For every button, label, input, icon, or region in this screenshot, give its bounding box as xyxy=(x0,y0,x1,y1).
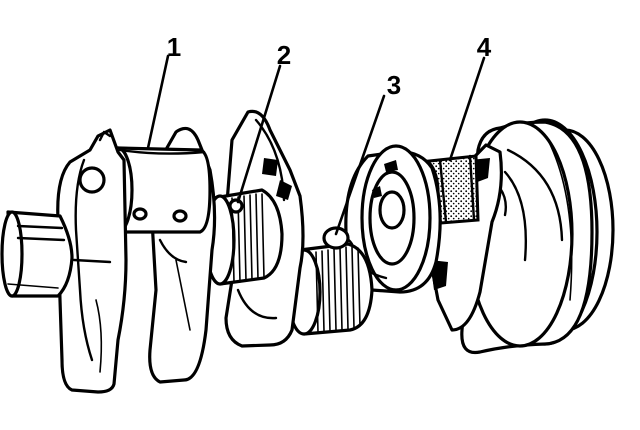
front-snout xyxy=(0,210,74,298)
callout-3-label: 3 xyxy=(387,70,401,100)
callout-leaders xyxy=(146,54,486,236)
front-web xyxy=(56,128,128,394)
callout-4-label: 4 xyxy=(477,32,492,62)
rear-flange xyxy=(456,118,615,355)
leader-3 xyxy=(334,94,386,236)
journal-3 xyxy=(286,226,374,336)
leader-4 xyxy=(448,56,486,162)
callout-1-label: 1 xyxy=(167,32,181,62)
journal-2 xyxy=(204,188,284,286)
leader-2 xyxy=(236,64,282,204)
callout-2-label: 2 xyxy=(277,40,291,70)
leader-1 xyxy=(146,54,170,150)
crank-cheek-3-4 xyxy=(344,144,442,294)
